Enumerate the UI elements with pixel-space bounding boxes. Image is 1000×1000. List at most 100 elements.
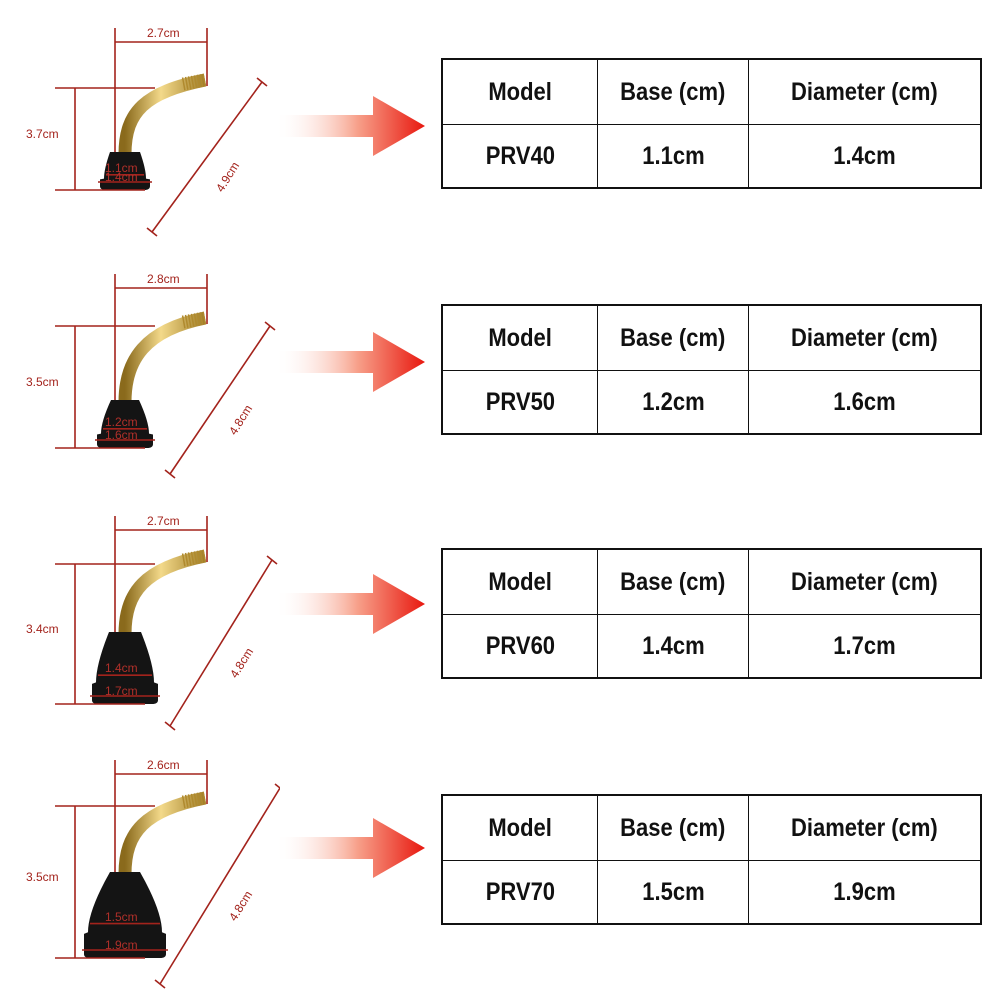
dimension-line [264, 321, 276, 331]
cell-base: 1.5cm [597, 860, 749, 925]
spec-table: Model Base (cm) Diameter (cm) PRV50 1.2c… [441, 304, 982, 435]
height-dimension-label: 3.4cm [26, 622, 59, 636]
cell-diameter: 1.4cm [748, 124, 982, 189]
cell-base: 1.1cm [597, 124, 749, 189]
right-arrow-icon [275, 818, 425, 878]
height-dimension-label: 3.5cm [26, 375, 59, 389]
cell-text: 1.9cm [833, 877, 896, 906]
valve-diagram: 2.6cm 3.5cm 4.8cm 1.5cm 1.9cm [0, 752, 280, 998]
base-outer-dimension-label: 1.7cm [105, 684, 138, 698]
base-inner-dimension-label: 1.4cm [105, 661, 138, 676]
cell-text: Base (cm) [620, 77, 726, 106]
valve-photo [55, 274, 276, 479]
cell-text: Model [488, 323, 552, 352]
width-dimension-label: 2.7cm [147, 514, 180, 528]
cell-text: Diameter (cm) [791, 813, 938, 842]
base-inner-dimension-label: 1.2cm [105, 414, 138, 429]
product-block: 2.8cm 3.5cm 4.8cm 1.2cm 1.6cm Model Base… [0, 266, 1000, 512]
product-block: 2.7cm 3.7cm 4.9cm 1.1cm 1.4cm Model Base… [0, 20, 1000, 266]
spec-table: Model Base (cm) Diameter (cm) PRV40 1.1c… [441, 58, 982, 189]
cell-text: Diameter (cm) [791, 567, 938, 596]
header-base: Base (cm) [597, 548, 749, 615]
cell-text: 1.1cm [641, 141, 705, 170]
dimension-line [164, 721, 176, 731]
cell-text: Diameter (cm) [791, 323, 938, 352]
cell-base: 1.4cm [597, 614, 749, 679]
product-block: 2.7cm 3.4cm 4.8cm 1.4cm 1.7cm Model Base… [0, 508, 1000, 754]
spec-table-row: PRV60 1.4cm 1.7cm [441, 614, 982, 679]
spec-table: Model Base (cm) Diameter (cm) PRV60 1.4c… [441, 548, 982, 679]
dimension-line [151, 81, 263, 233]
cell-text: PRV40 [485, 141, 555, 170]
cell-text: Model [488, 813, 552, 842]
header-model: Model [441, 304, 598, 371]
spec-table-header-row: Model Base (cm) Diameter (cm) [441, 304, 982, 371]
cell-diameter: 1.7cm [748, 614, 982, 679]
cell-diameter: 1.6cm [748, 370, 982, 435]
cell-text: PRV60 [485, 631, 555, 660]
base-inner-dimension-label: 1.1cm [105, 160, 138, 175]
height-dimension-label: 3.7cm [26, 127, 59, 141]
dimension-line [164, 469, 176, 479]
cell-text: Base (cm) [620, 323, 726, 352]
width-dimension-label: 2.6cm [147, 758, 180, 772]
cell-model: PRV40 [441, 124, 598, 189]
cell-model: PRV70 [441, 860, 598, 925]
cell-text: Base (cm) [620, 813, 726, 842]
width-dimension-label: 2.7cm [147, 26, 180, 40]
dimension-line [274, 783, 280, 790]
dimension-line [256, 77, 268, 87]
header-diameter: Diameter (cm) [748, 794, 982, 861]
dimension-line [159, 787, 280, 985]
cell-text: PRV70 [485, 877, 555, 906]
dimension-line [266, 555, 278, 565]
height-dimension-label: 3.5cm [26, 870, 59, 884]
spec-table-header-row: Model Base (cm) Diameter (cm) [441, 794, 982, 861]
cell-text: PRV50 [485, 387, 555, 416]
base-outer-dimension-label: 1.6cm [105, 428, 138, 442]
cell-text: 1.6cm [833, 387, 896, 416]
cell-diameter: 1.9cm [748, 860, 982, 925]
header-diameter: Diameter (cm) [748, 548, 982, 615]
header-diameter: Diameter (cm) [748, 58, 982, 125]
cell-text: 1.2cm [641, 387, 705, 416]
spec-table-header-row: Model Base (cm) Diameter (cm) [441, 548, 982, 615]
header-model: Model [441, 548, 598, 615]
spec-table-header-row: Model Base (cm) Diameter (cm) [441, 58, 982, 125]
cell-text: 1.5cm [641, 877, 705, 906]
cell-text: Base (cm) [620, 567, 726, 596]
cell-text: 1.4cm [641, 631, 705, 660]
product-block: 2.6cm 3.5cm 4.8cm 1.5cm 1.9cm Model Base… [0, 752, 1000, 998]
cell-text: Model [488, 567, 552, 596]
right-arrow-icon [275, 574, 425, 634]
dimension-line [154, 979, 166, 989]
valve-photo [55, 516, 278, 731]
header-base: Base (cm) [597, 58, 749, 125]
valve-diagram: 2.8cm 3.5cm 4.8cm 1.2cm 1.6cm [0, 266, 280, 512]
base-inner-dimension-label: 1.5cm [105, 909, 138, 924]
cell-text: 1.7cm [833, 631, 896, 660]
valve-photo [55, 28, 268, 237]
dimension-line [146, 227, 158, 237]
dimension-line [169, 325, 271, 475]
cell-text: 1.4cm [833, 141, 896, 170]
spec-table-row: PRV50 1.2cm 1.6cm [441, 370, 982, 435]
spec-table-row: PRV70 1.5cm 1.9cm [441, 860, 982, 925]
valve-photo [55, 760, 280, 989]
header-model: Model [441, 58, 598, 125]
spec-table: Model Base (cm) Diameter (cm) PRV70 1.5c… [441, 794, 982, 925]
cell-base: 1.2cm [597, 370, 749, 435]
dimension-line [169, 559, 273, 727]
cell-text: Diameter (cm) [791, 77, 938, 106]
base-outer-dimension-label: 1.4cm [105, 170, 138, 184]
spec-table-row: PRV40 1.1cm 1.4cm [441, 124, 982, 189]
cell-model: PRV60 [441, 614, 598, 679]
valve-diagram: 2.7cm 3.7cm 4.9cm 1.1cm 1.4cm [0, 20, 280, 266]
right-arrow-icon [275, 96, 425, 156]
right-arrow-icon [275, 332, 425, 392]
cell-model: PRV50 [441, 370, 598, 435]
base-outer-dimension-label: 1.9cm [105, 938, 138, 952]
header-model: Model [441, 794, 598, 861]
width-dimension-label: 2.8cm [147, 272, 180, 286]
valve-diagram: 2.7cm 3.4cm 4.8cm 1.4cm 1.7cm [0, 508, 280, 754]
